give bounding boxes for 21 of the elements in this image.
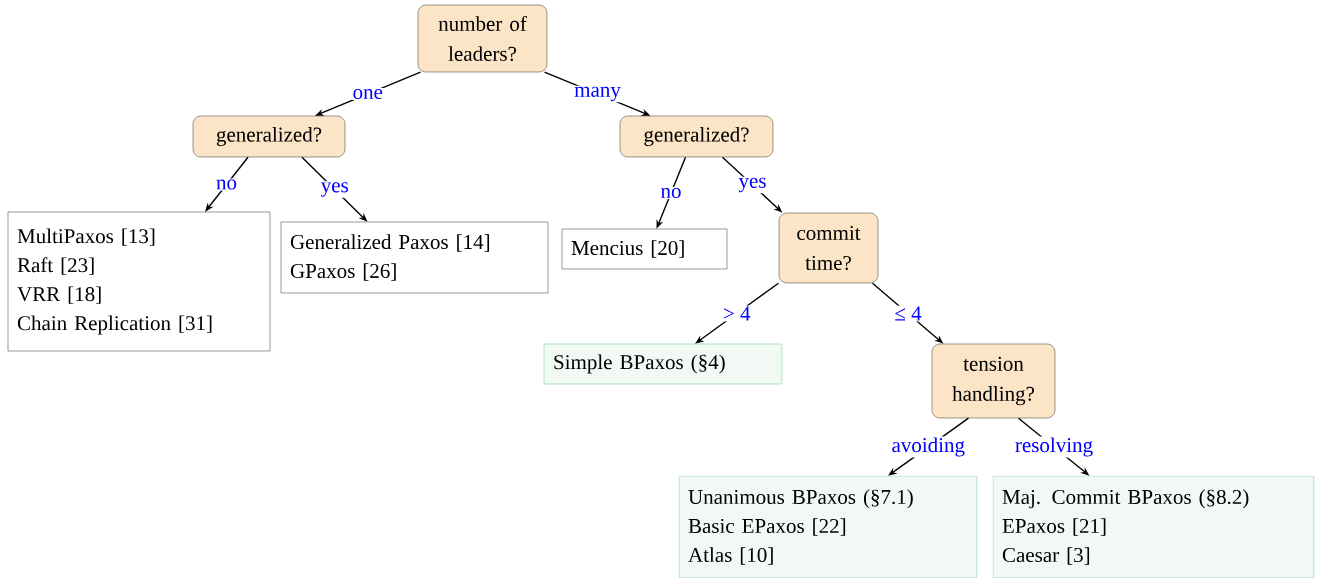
result-box: MultiPaxos [13] Raft [23] VRR [18] Chain Replication [31] [7,211,271,352]
edge-label: no [215,178,238,191]
question-box: commit time? [778,212,879,284]
edge-label: > 4 [721,305,752,322]
edge-label: yes [319,181,350,198]
edge-label: yes [737,176,768,194]
question-box: generalized? [192,115,346,158]
edge-label: many [573,85,622,103]
result-box: Generalized Paxos [14] GPaxos [26] [280,221,549,294]
result-box: Simple BPaxos (§4) [543,343,783,385]
question-box: tension handling? [931,343,1056,419]
result-box: Maj. Commit BPaxos (§8.2) EPaxos [21] Caesar [3] [992,475,1315,578]
edge-label: ≤ 4 [893,305,923,322]
edge-label: resolving [1013,436,1095,458]
question-box: generalized? [619,115,774,158]
edge-label: avoiding [890,436,966,458]
edge-label: no [659,186,683,200]
result-box: Unanimous BPaxos (§7.1) Basic EPaxos [22] Atlas [10] [678,475,978,578]
edge-label: one [351,87,384,101]
result-box: Mencius [20] [561,228,728,270]
question-box: number of leaders? [417,4,548,73]
